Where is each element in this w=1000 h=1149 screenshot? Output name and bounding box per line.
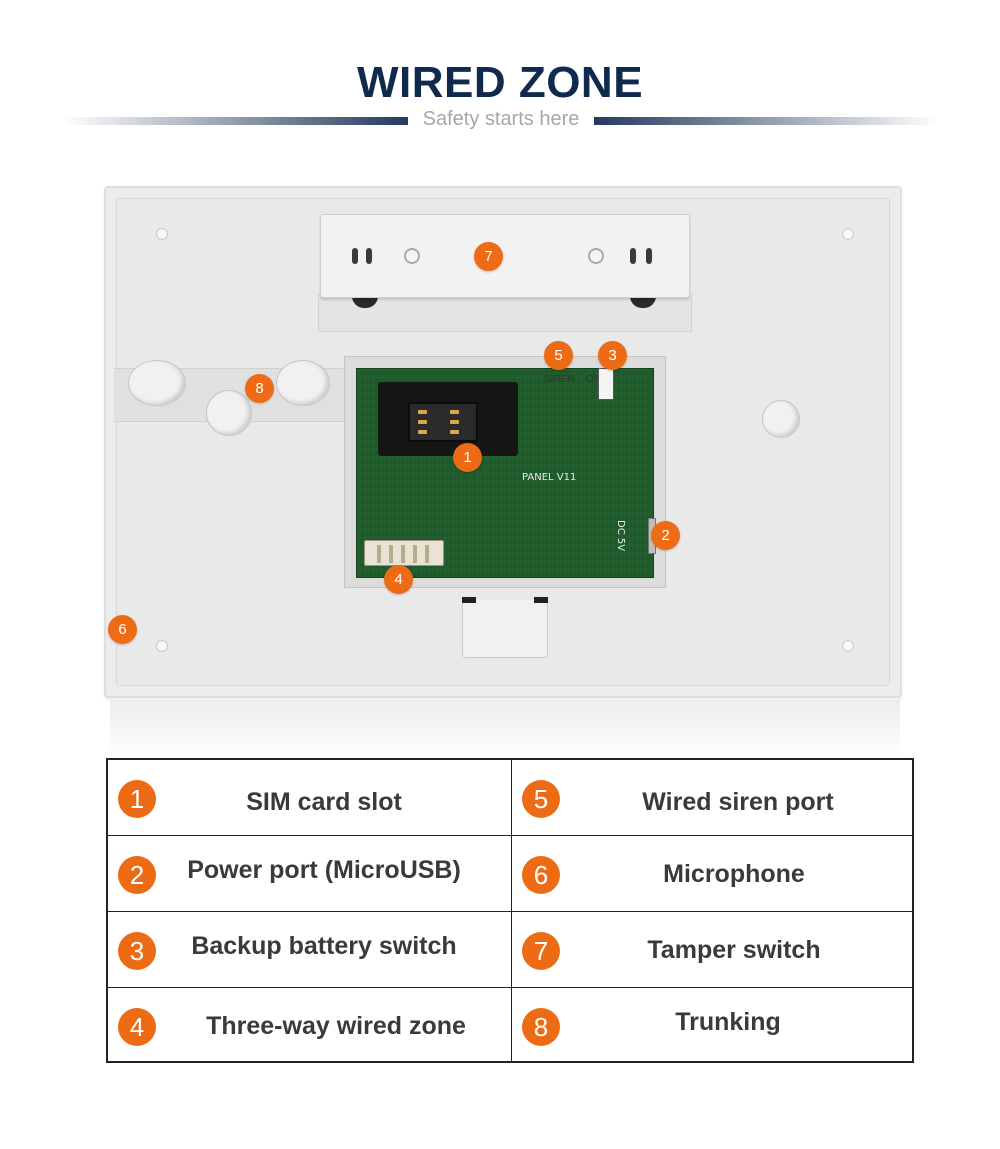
legend-label-6: Microphone [663, 860, 805, 888]
legend-label-1: SIM card slot [246, 788, 402, 816]
connector-pin [377, 545, 381, 563]
legend-label-5: Wired siren port [642, 788, 834, 816]
bottom-latch [462, 600, 548, 658]
header-rule-left [64, 117, 408, 125]
marker-8: 8 [245, 374, 274, 403]
board-label: PANEL V11 [522, 472, 577, 483]
connector-pin [413, 545, 417, 563]
bracket-slot [366, 248, 372, 264]
marker-7: 7 [474, 242, 503, 271]
legend-number-7: 7 [522, 932, 560, 970]
page-subtitle: Safety starts here [422, 108, 580, 130]
legend-number-8: 8 [522, 1008, 560, 1046]
bracket-hole [404, 248, 420, 264]
bracket-hole [588, 248, 604, 264]
bracket-foot-right [630, 296, 656, 308]
screw-top-right [842, 228, 854, 240]
screw-bottom-right [842, 640, 854, 652]
legend-divider-horizontal [108, 911, 912, 912]
sim-pin [450, 410, 459, 414]
battery-switch [598, 368, 614, 400]
connector-pin [425, 545, 429, 563]
device-reflection [110, 700, 900, 758]
marker-2: 2 [651, 521, 680, 550]
sim-pin [418, 420, 427, 424]
switch-on-label: ON [586, 374, 601, 385]
bracket-slot [352, 248, 358, 264]
legend-divider-vertical [511, 760, 512, 1061]
marker-4: 4 [384, 565, 413, 594]
knockout-hole [276, 360, 330, 406]
knockout-hole [206, 390, 252, 436]
legend-label-2: Power port (MicroUSB) [187, 856, 461, 884]
screw-top-left [156, 228, 168, 240]
legend-number-5: 5 [522, 780, 560, 818]
sim-pin [450, 430, 459, 434]
knockout-hole [128, 360, 186, 406]
bracket-foot-left [352, 296, 378, 308]
sim-pin [450, 420, 459, 424]
knockout-hole [762, 400, 800, 438]
sim-pin [418, 430, 427, 434]
legend-label-8: Trunking [675, 1008, 781, 1036]
marker-5: 5 [544, 341, 573, 370]
siren-port-label: SIREN [544, 374, 575, 385]
legend-number-2: 2 [118, 856, 156, 894]
marker-6: 6 [108, 615, 137, 644]
legend-table: 1 SIM card slot 2 Power port (MicroUSB) … [106, 758, 914, 1063]
page-title: WIRED ZONE [356, 58, 644, 107]
tamper-bracket [320, 214, 690, 298]
header-rule-right [594, 117, 938, 125]
connector-pin [389, 545, 393, 563]
legend-number-4: 4 [118, 1008, 156, 1046]
legend-number-3: 3 [118, 932, 156, 970]
wired-zone-connector [364, 540, 444, 566]
connector-pin [401, 545, 405, 563]
bracket-recess [318, 294, 692, 332]
latch-tab [462, 597, 476, 603]
marker-1: 1 [453, 443, 482, 472]
latch-tab [534, 597, 548, 603]
screw-bottom-left [156, 640, 168, 652]
bracket-slot [646, 248, 652, 264]
sim-pin [418, 410, 427, 414]
legend-divider-horizontal [108, 835, 912, 836]
marker-3: 3 [598, 341, 627, 370]
legend-label-7: Tamper switch [647, 936, 821, 964]
legend-label-3: Backup battery switch [191, 932, 457, 960]
legend-label-4: Three-way wired zone [206, 1012, 466, 1040]
power-label: DC 5V [615, 520, 626, 552]
bracket-slot [630, 248, 636, 264]
legend-number-6: 6 [522, 856, 560, 894]
legend-divider-horizontal [108, 987, 912, 988]
legend-number-1: 1 [118, 780, 156, 818]
